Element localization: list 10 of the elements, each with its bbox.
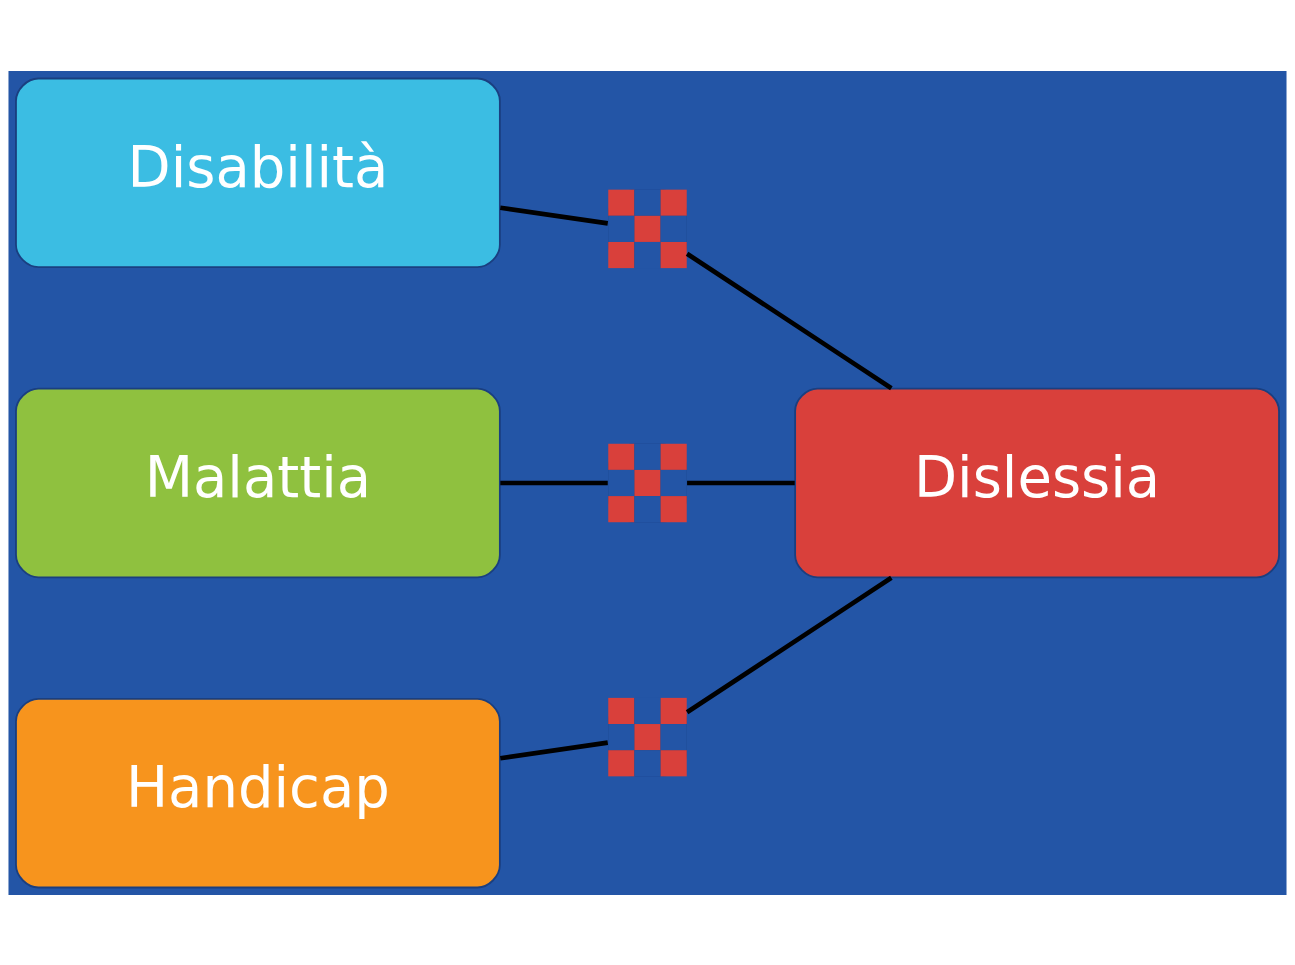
connector [500, 480, 608, 485]
connector [685, 575, 893, 714]
connector [685, 251, 893, 390]
node-box: Dislessia [794, 387, 1280, 578]
connector [687, 480, 795, 485]
node-box: Disabilità [15, 77, 501, 268]
node-box: Handicap [15, 697, 501, 888]
connector [499, 739, 609, 761]
node-box: Malattia [15, 387, 501, 578]
connector [499, 204, 609, 226]
